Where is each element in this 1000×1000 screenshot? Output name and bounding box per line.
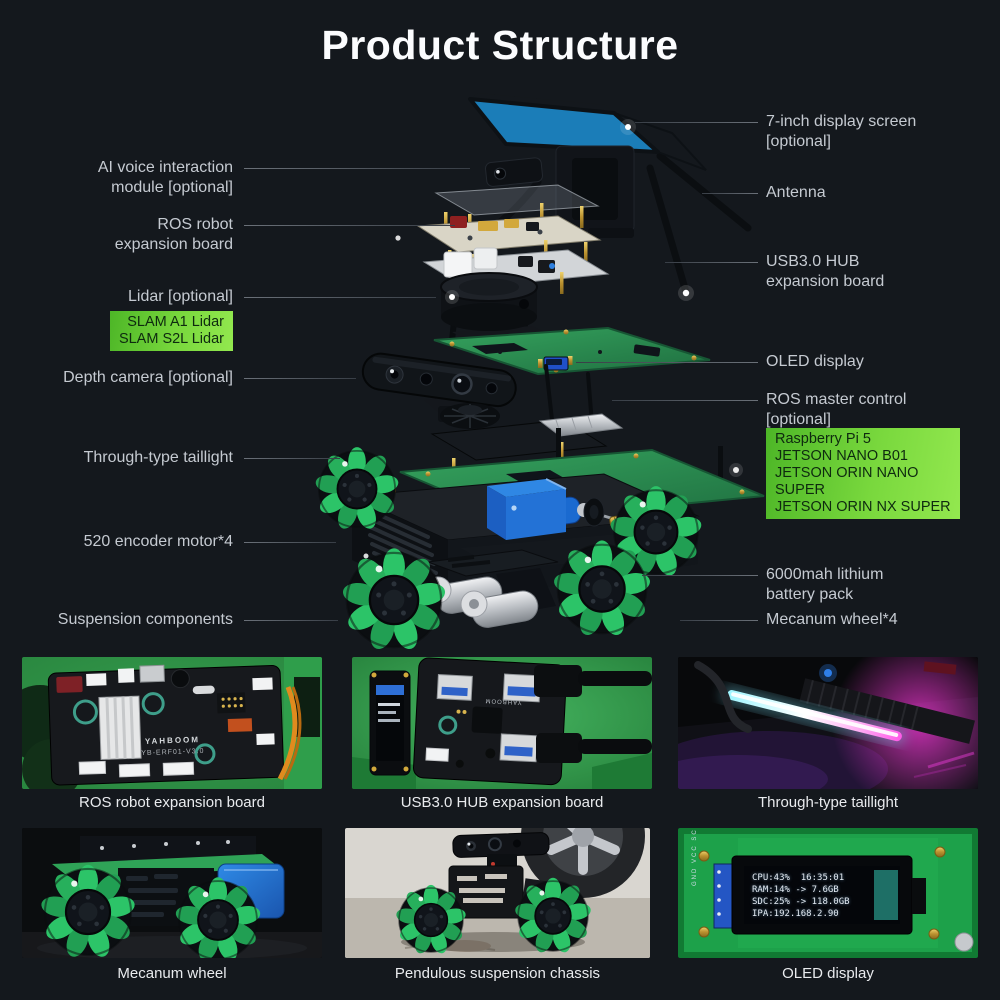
oled-module-graphic — [538, 356, 573, 371]
page-title: Product Structure — [321, 22, 679, 68]
robot-graphic — [394, 832, 593, 957]
leader-line — [244, 458, 340, 459]
label-encoder-motor: 520 encoder motor*4 — [83, 533, 233, 550]
photo-taillight — [678, 657, 978, 789]
label-ros-expansion-board: ROS robot expansion board — [114, 216, 233, 253]
label-lidar: Lidar [optional] — [128, 288, 233, 305]
caption-usb-hub: USB3.0 HUB expansion board — [400, 794, 604, 811]
leader-line — [612, 400, 758, 401]
depth-camera-graphic — [361, 352, 517, 422]
antenna-graphic — [646, 152, 752, 301]
leader-line — [244, 297, 436, 298]
oled-screen-text: CPU:43% 16:35:01 RAM:14% -> 7.6GB SDC:25… — [752, 873, 850, 919]
master-control-options-badge: Raspberry Pi 5 JETSON NANO B01 JETSON OR… — [766, 428, 960, 519]
leader-line — [635, 122, 758, 123]
label-oled-display: OLED display — [766, 353, 864, 370]
label-ai-voice-module: AI voice interaction module [optional] — [97, 159, 233, 196]
photo-ros-expansion-board: YAHBOOM YB-ERF01-V3.0 — [22, 657, 322, 789]
photo-suspension-chassis — [345, 828, 650, 958]
oled-pin-labels: GND VCC SCL SDA — [692, 828, 698, 886]
label-master-control: ROS master control [optional] — [766, 391, 907, 428]
leader-line — [680, 620, 758, 621]
photo-oled-display: CPU:43% 16:35:01 RAM:14% -> 7.6GB SDC:25… — [678, 828, 978, 958]
board-model-text: YB-ERF01-V3.0 — [141, 748, 204, 757]
photo-usb-hub-board: YAHBOOM — [352, 657, 652, 789]
leader-line — [244, 620, 338, 621]
brand-text: YAHBOOM — [484, 697, 521, 705]
label-antenna: Antenna — [766, 184, 826, 201]
label-suspension-components: Suspension components — [57, 611, 233, 628]
caption-oled-display: OLED display — [782, 965, 874, 982]
lidar-options-badge: SLAM A1 Lidar SLAM S2L Lidar — [109, 311, 233, 351]
caption-taillight: Through-type taillight — [757, 794, 899, 811]
master-control-graphic — [430, 364, 624, 478]
brand-text: YAHBOOM — [145, 735, 200, 746]
leader-line — [576, 362, 758, 363]
photo-mecanum-wheel — [22, 828, 322, 958]
leader-line — [702, 193, 758, 194]
label-battery-pack: 6000mah lithium battery pack — [766, 566, 884, 603]
display-screen-graphic — [468, 93, 707, 238]
label-display-screen: 7-inch display screen [optional] — [766, 113, 917, 150]
leader-line — [244, 168, 470, 169]
leader-line — [642, 575, 758, 576]
leader-line — [244, 542, 336, 543]
label-depth-camera: Depth camera [optional] — [63, 369, 233, 386]
leader-line — [244, 378, 356, 379]
leader-line — [244, 225, 455, 226]
caption-suspension-chassis: Pendulous suspension chassis — [394, 965, 601, 982]
leader-line — [665, 262, 758, 263]
label-usb-hub: USB3.0 HUB expansion board — [766, 253, 885, 290]
caption-mecanum-wheel: Mecanum wheel — [117, 965, 227, 982]
label-mecanum-wheel: Mecanum wheel*4 — [766, 611, 898, 628]
label-taillight: Through-type taillight — [83, 449, 233, 466]
caption-ros-expansion-board: ROS robot expansion board — [79, 794, 265, 811]
battery-graphic — [487, 478, 567, 540]
